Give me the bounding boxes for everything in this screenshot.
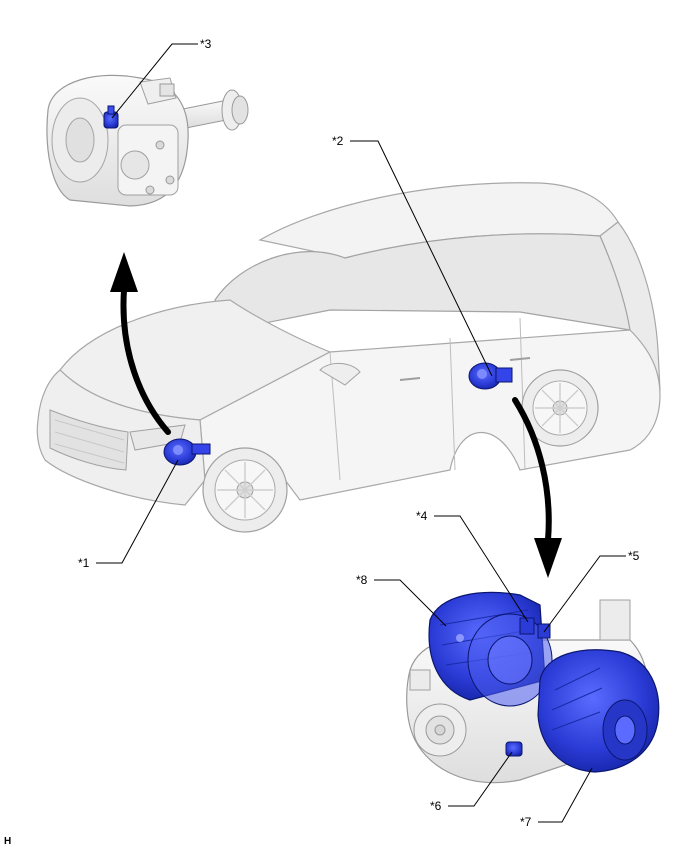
arrow-to-front-differential	[110, 252, 171, 435]
callout-4: *4	[416, 509, 428, 523]
front-differential-illustration	[46, 74, 249, 207]
callout-7: *7	[520, 815, 532, 829]
callout-3: *3	[200, 37, 212, 51]
rear-highlight-part-2	[468, 362, 513, 390]
callout-8: *8	[356, 573, 368, 587]
gear-housing-part-4-5	[467, 613, 553, 707]
callout-6: *6	[430, 799, 442, 813]
suv-vehicle-illustration	[36, 182, 661, 533]
front-highlight-part-1	[163, 438, 211, 466]
rear-motor-unit-illustration	[406, 591, 660, 784]
callout-1: *1	[78, 556, 90, 570]
motor-part-7	[537, 649, 660, 773]
actuator-part-3	[103, 105, 119, 129]
figure-code: H	[4, 836, 12, 847]
arrow-to-rear-unit	[512, 397, 562, 578]
callout-2: *2	[332, 134, 344, 148]
callout-5: *5	[628, 549, 640, 563]
leader-lines	[96, 43, 626, 823]
sensor-part-6	[505, 741, 523, 757]
